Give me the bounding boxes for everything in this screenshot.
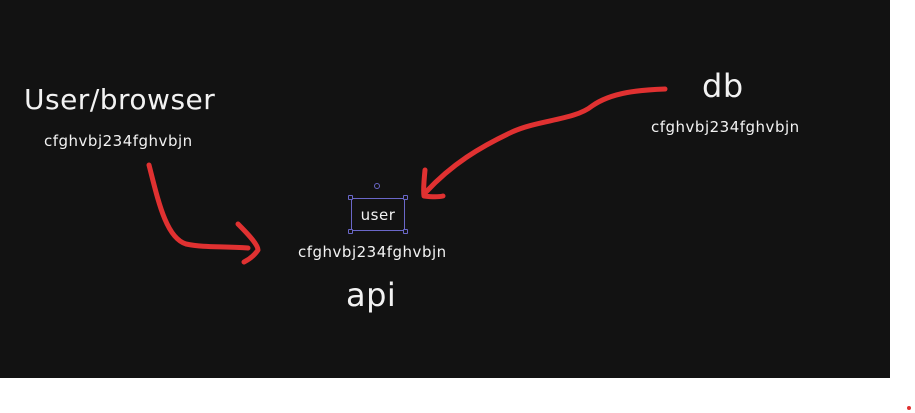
- user-browser-label: User/browser: [24, 83, 216, 116]
- db-hash: cfghvbj234fghvbjn: [651, 118, 800, 136]
- arrow-user-to-api[interactable]: [146, 162, 261, 265]
- drawing-canvas[interactable]: User/browser cfghvbj234fghvbjn db cfghvb…: [0, 0, 890, 378]
- resize-handle-bottom-right[interactable]: [403, 229, 408, 234]
- red-dot-marker: [907, 406, 911, 410]
- resize-handle-bottom-left[interactable]: [348, 229, 353, 234]
- rotate-handle[interactable]: [374, 183, 380, 189]
- selected-text-user[interactable]: user: [360, 205, 396, 224]
- api-hash: cfghvbj234fghvbjn: [298, 243, 447, 261]
- arrows-layer: [146, 86, 668, 265]
- db-label: db: [702, 67, 744, 105]
- api-label: api: [346, 276, 397, 314]
- selected-text-element[interactable]: user: [348, 195, 408, 234]
- arrow-db-to-api[interactable]: [421, 86, 668, 200]
- resize-handle-top-left[interactable]: [348, 195, 353, 200]
- user-browser-hash: cfghvbj234fghvbjn: [44, 132, 193, 150]
- resize-handle-top-right[interactable]: [403, 195, 408, 200]
